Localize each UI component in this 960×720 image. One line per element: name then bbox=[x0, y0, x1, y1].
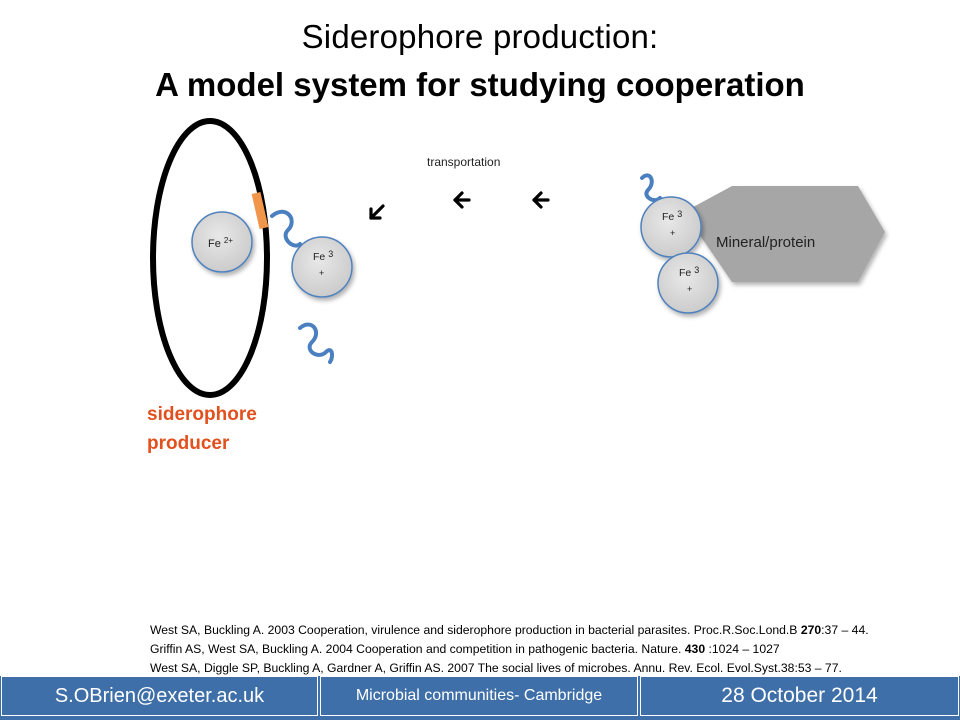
bacterial-cell-outline bbox=[150, 118, 270, 398]
mineral-protein-label: Mineral/protein bbox=[716, 234, 815, 251]
transport-arrow-icon-1 bbox=[532, 191, 550, 209]
transportation-label: transportation bbox=[427, 155, 500, 169]
footer-bar: S.OBrien@exeter.ac.uk Microbial communit… bbox=[0, 676, 960, 720]
transport-arrow-icon-3 bbox=[369, 204, 385, 220]
free-siderophore bbox=[298, 322, 335, 364]
producer-label-line1: siderophore bbox=[147, 404, 257, 425]
slide-title-line1: Siderophore production: bbox=[301, 18, 659, 55]
reference-item: West SA, Buckling A. 2003 Cooperation, v… bbox=[150, 623, 869, 637]
references-block: West SA, Buckling A. 2003 Cooperation, v… bbox=[150, 621, 869, 678]
siderophore-producer-label: siderophore producer bbox=[147, 400, 257, 458]
reference-item: West SA, Diggle SP, Buckling A, Gardner … bbox=[150, 661, 842, 675]
slide-title-line2: A model system for studying cooperation bbox=[155, 66, 805, 103]
transport-arrow-icon-2 bbox=[453, 191, 471, 209]
fe3-mineral-1-charge: + bbox=[670, 228, 675, 238]
mineral-protein-shape: Mineral/protein bbox=[684, 186, 885, 282]
producer-label-line2: producer bbox=[147, 433, 230, 454]
siderophore-at-receptor bbox=[270, 209, 302, 248]
reference-item: Griffin AS, West SA, Buckling A. 2004 Co… bbox=[150, 642, 780, 656]
siderophore-on-mineral bbox=[640, 173, 662, 203]
footer-email: S.OBrien@exeter.ac.uk bbox=[1, 676, 318, 716]
fe3-mineral-2-charge: + bbox=[687, 284, 692, 294]
footer-date: 28 October 2014 bbox=[640, 676, 959, 716]
membrane-receptor bbox=[251, 191, 269, 230]
fe3-ion-charge: + bbox=[319, 268, 324, 278]
footer-event: Microbial communities- Cambridge bbox=[320, 676, 638, 716]
